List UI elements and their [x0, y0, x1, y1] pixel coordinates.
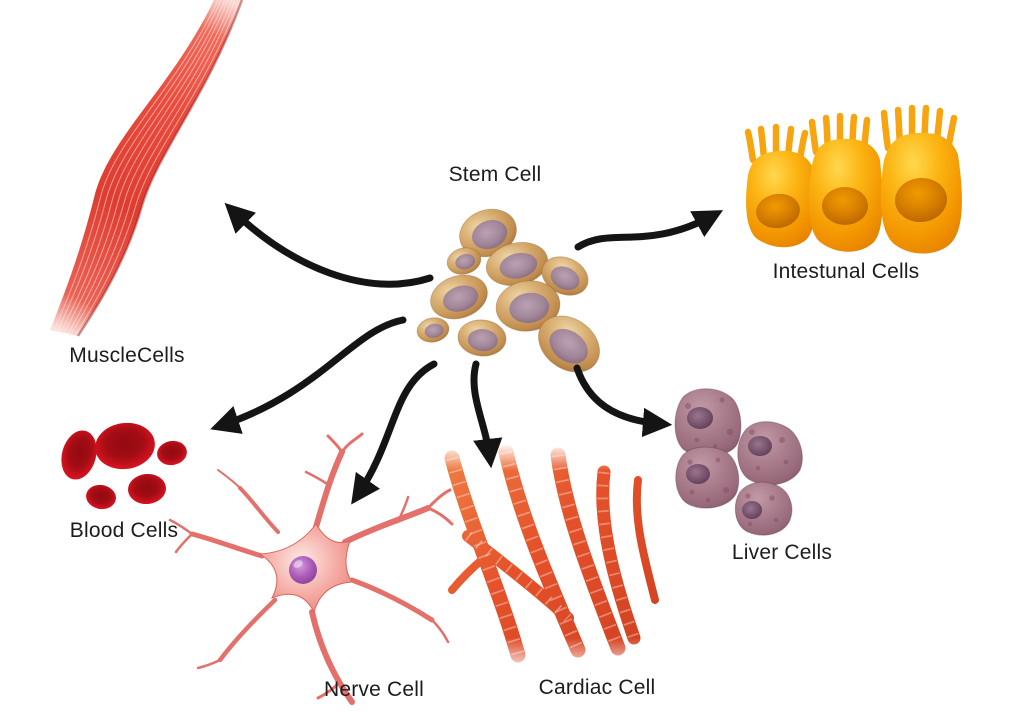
muscle-cell-illustration — [50, 0, 244, 337]
liver-cell — [734, 481, 793, 536]
intestinal-cells-label: Intestunal Cells — [772, 260, 920, 283]
cardiac-fibers — [444, 444, 659, 663]
arrow-stem-to-muscle — [224, 202, 434, 288]
stem-cell — [538, 315, 600, 373]
muscle-striations — [53, 0, 240, 336]
arrow-stem-to-nerve — [351, 360, 438, 505]
arrow-stem-to-cardiac — [470, 360, 503, 469]
arrow-stem-to-liver — [573, 364, 673, 438]
intestinal-cell-nucleus — [822, 187, 868, 225]
stem-cell — [457, 319, 507, 357]
muscle-edge-shade — [77, 0, 244, 337]
nerve-cell-illustration — [168, 432, 454, 705]
blood-cells-illustration — [61, 422, 187, 510]
cardiac-cell-illustration — [444, 444, 659, 663]
red-blood-cell — [157, 440, 187, 466]
nerve-dendrites — [168, 432, 454, 705]
red-blood-cell — [128, 473, 166, 505]
arrow-stem-to-blood — [210, 316, 407, 434]
red-blood-cell — [86, 484, 116, 510]
stem-cell — [446, 247, 482, 275]
stem-cell-label: Stem Cell — [448, 163, 542, 186]
red-blood-cell — [61, 430, 97, 480]
cardiac-striations — [445, 450, 640, 657]
intestinal-cell-nucleus — [756, 193, 800, 229]
stem-cell — [430, 274, 488, 320]
liver-cell-spots — [685, 397, 789, 527]
liver-cells-label: Liver Cells — [731, 541, 833, 564]
stem-cell — [541, 256, 589, 296]
cardiac-cell-label: Cardiac Cell — [538, 676, 656, 699]
blood-cells-label: Blood Cells — [69, 519, 179, 542]
intestinal-cell-nucleus — [895, 177, 947, 223]
arrows — [210, 202, 724, 505]
muscle-spindle — [50, 0, 242, 336]
red-blood-cell — [95, 422, 155, 470]
nerve-cell-nucleus — [289, 556, 317, 584]
stem-cell — [495, 280, 561, 332]
muscle-cells-label: MuscleCells — [69, 344, 185, 367]
stem-cell — [416, 317, 450, 343]
arrow-stem-to-intestinal — [574, 210, 724, 251]
liver-cells-illustration — [674, 388, 803, 536]
liver-cell — [737, 421, 803, 486]
liver-cell-nuclei — [686, 407, 772, 519]
nerve-cell-label: Nerve Cell — [323, 678, 425, 701]
nerve-nucleus-highlight — [293, 560, 303, 568]
stem-cell-cluster-illustration — [416, 208, 600, 373]
stem-cell — [485, 242, 549, 286]
intestinal-cells-illustration — [744, 104, 962, 254]
